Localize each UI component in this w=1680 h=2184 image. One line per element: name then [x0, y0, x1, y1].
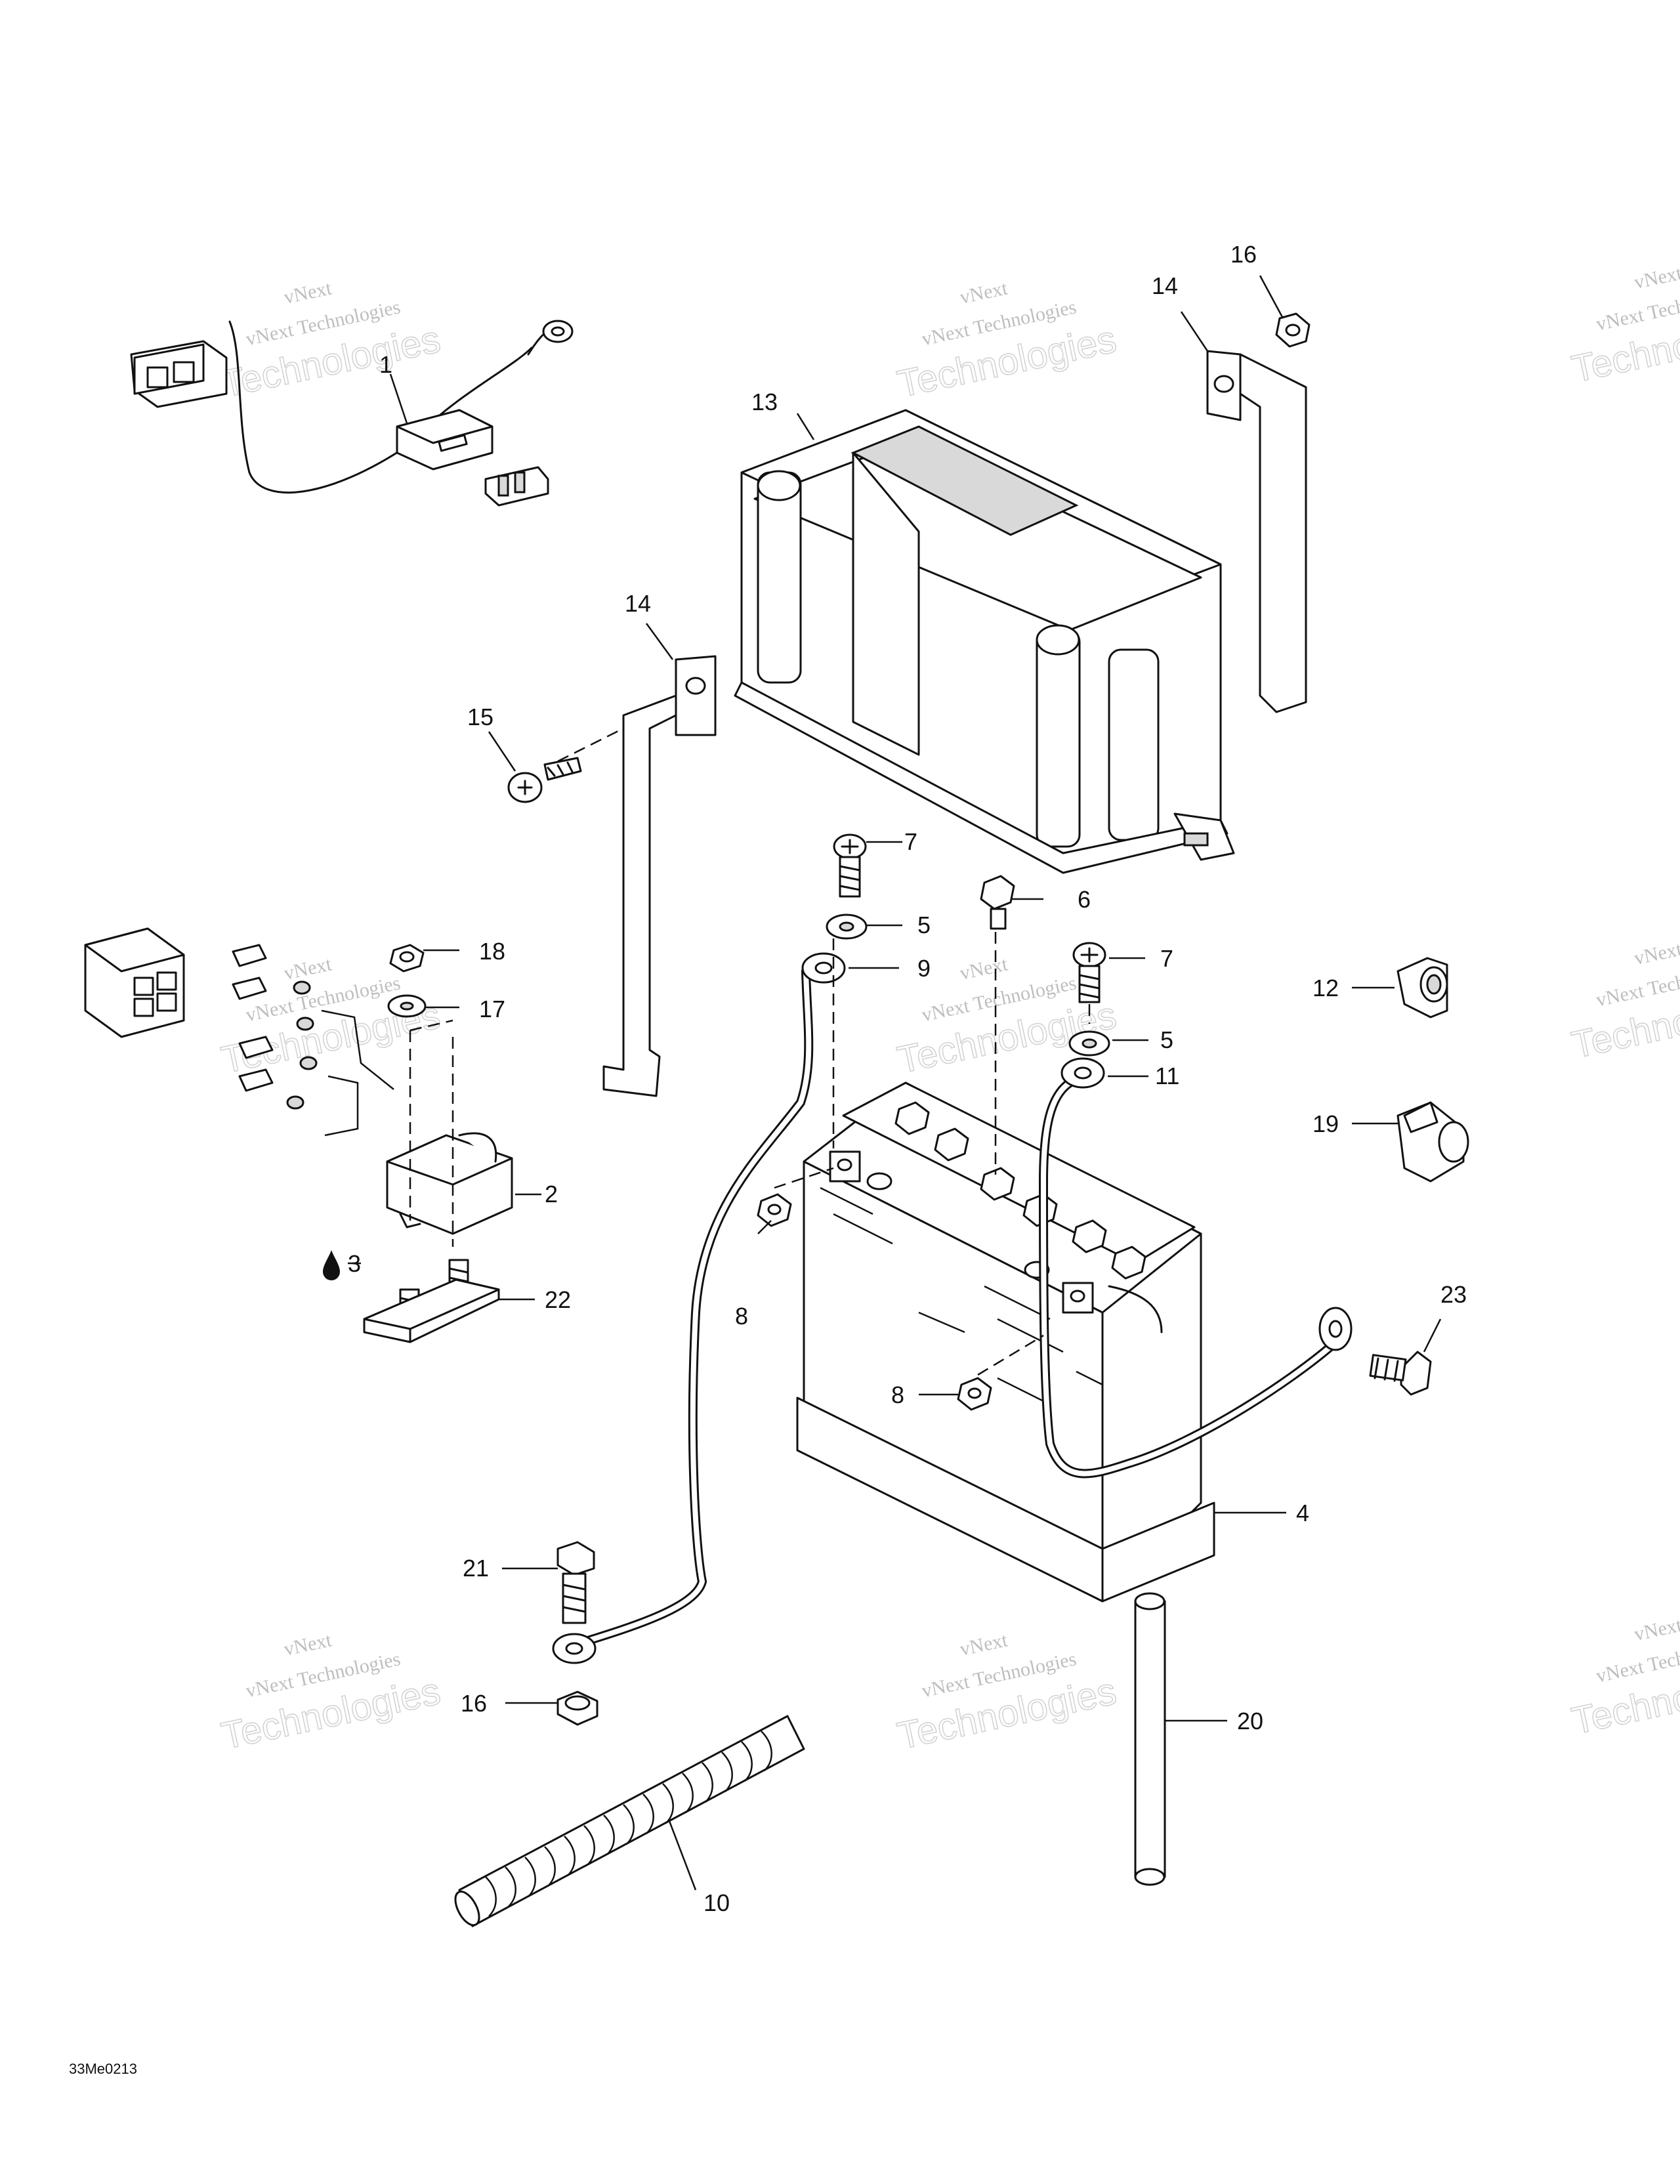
part-14-bracket-right	[1206, 350, 1307, 713]
callout-17: 17	[479, 996, 505, 1022]
part-3-grease-drop-icon	[323, 1250, 340, 1280]
part-20-vent-tube	[1134, 1592, 1166, 1886]
callouts: 1 2 3 4 5 5 6 7 7 8 8 9 10 11 12 13 14 1…	[348, 241, 1467, 1916]
part-5-washer-upper	[826, 914, 868, 940]
callout-22: 22	[545, 1286, 571, 1313]
watermark-text: vNext	[282, 277, 334, 308]
part-5-washer-lower	[1068, 1030, 1110, 1057]
callout-12: 12	[1312, 975, 1339, 1001]
part-19-terminal-cap	[1396, 1101, 1469, 1183]
part-13-battery-cover	[734, 409, 1235, 874]
part-2-relay-assembly	[84, 927, 513, 1343]
callout-6: 6	[1078, 886, 1091, 913]
callout-23: 23	[1440, 1281, 1467, 1308]
part-21-bolt	[556, 1541, 595, 1624]
callout-21: 21	[463, 1555, 489, 1582]
callout-18: 18	[479, 938, 505, 965]
callout-5-upper: 5	[917, 912, 931, 938]
watermark: vNext vNext Technologies Technologies	[893, 277, 1120, 406]
watermark: vNext vNext Technologies Technologies	[1568, 262, 1680, 391]
cable-11-battery-cable	[994, 932, 1353, 1479]
watermark: vNext vNext Technologies Technologies	[217, 277, 444, 406]
watermark: vNext vNext Technologies Technologies	[1568, 938, 1680, 1067]
callout-3: 3	[348, 1250, 361, 1277]
callout-7-lower: 7	[1160, 945, 1173, 972]
callout-8-upper: 8	[735, 1303, 748, 1330]
part-15-screw	[507, 757, 582, 803]
cable-9-battery-cable	[552, 938, 846, 1664]
part-12-cable-clamp	[1396, 957, 1448, 1018]
spiral-wrap-coils	[485, 1731, 772, 1917]
callout-4: 4	[1296, 1500, 1309, 1526]
watermark: vNext vNext Technologies Technologies	[893, 1629, 1120, 1758]
connector-pins	[232, 944, 318, 1110]
callout-16-bottom: 16	[461, 1690, 487, 1717]
callout-20: 20	[1237, 1708, 1263, 1734]
callout-10: 10	[704, 1889, 730, 1916]
callout-11: 11	[1155, 1062, 1179, 1089]
diagram-code: 33Me0213	[69, 2061, 137, 2077]
callout-8-lower: 8	[891, 1381, 904, 1408]
watermark-text: vNext	[1632, 938, 1680, 969]
watermark-text: vNext	[282, 953, 334, 984]
callout-13: 13	[751, 388, 778, 415]
part-8-nut-lower	[957, 1334, 1044, 1411]
part-14-bracket-left	[557, 655, 717, 1097]
callout-1: 1	[379, 351, 392, 378]
watermark-text: vNext	[282, 1629, 334, 1660]
part-10-spiral-wrap	[454, 1715, 805, 1927]
watermark-text: vNext	[958, 277, 1010, 308]
callout-15: 15	[467, 704, 494, 730]
part-8-nut-upper	[757, 1167, 834, 1227]
part-17-washer	[387, 994, 427, 1018]
part-18-nut	[389, 944, 425, 973]
part-16-nut-top	[1275, 312, 1311, 348]
part-6-terminal-bolt	[980, 875, 1015, 930]
watermark-text: vNext	[1632, 262, 1680, 293]
callout-9: 9	[917, 955, 931, 982]
part-16-nut-bottom	[556, 1690, 598, 1726]
part-23-bolt	[1369, 1351, 1432, 1396]
part-7-screw-upper	[833, 833, 867, 898]
part-7-screw-lower	[1072, 942, 1106, 1003]
leader-lines	[348, 275, 1442, 1891]
watermark-text: vNext	[958, 1629, 1010, 1660]
callout-14-left: 14	[625, 590, 651, 617]
callout-19: 19	[1312, 1110, 1339, 1137]
callout-7-upper: 7	[904, 828, 917, 855]
callout-5-lower: 5	[1160, 1026, 1173, 1053]
watermark-text: vNext	[1632, 1614, 1680, 1645]
watermark: vNext vNext Technologies Technologies	[217, 1629, 444, 1758]
part-1-fuse-holder-harness	[130, 320, 574, 507]
callout-2: 2	[545, 1181, 558, 1208]
callout-14-right: 14	[1152, 272, 1178, 299]
watermark-text: vNext	[958, 953, 1010, 984]
part-4-battery	[796, 1082, 1215, 1603]
callout-16-top: 16	[1230, 241, 1257, 268]
watermark: vNext vNext Technologies Technologies	[1568, 1614, 1680, 1743]
